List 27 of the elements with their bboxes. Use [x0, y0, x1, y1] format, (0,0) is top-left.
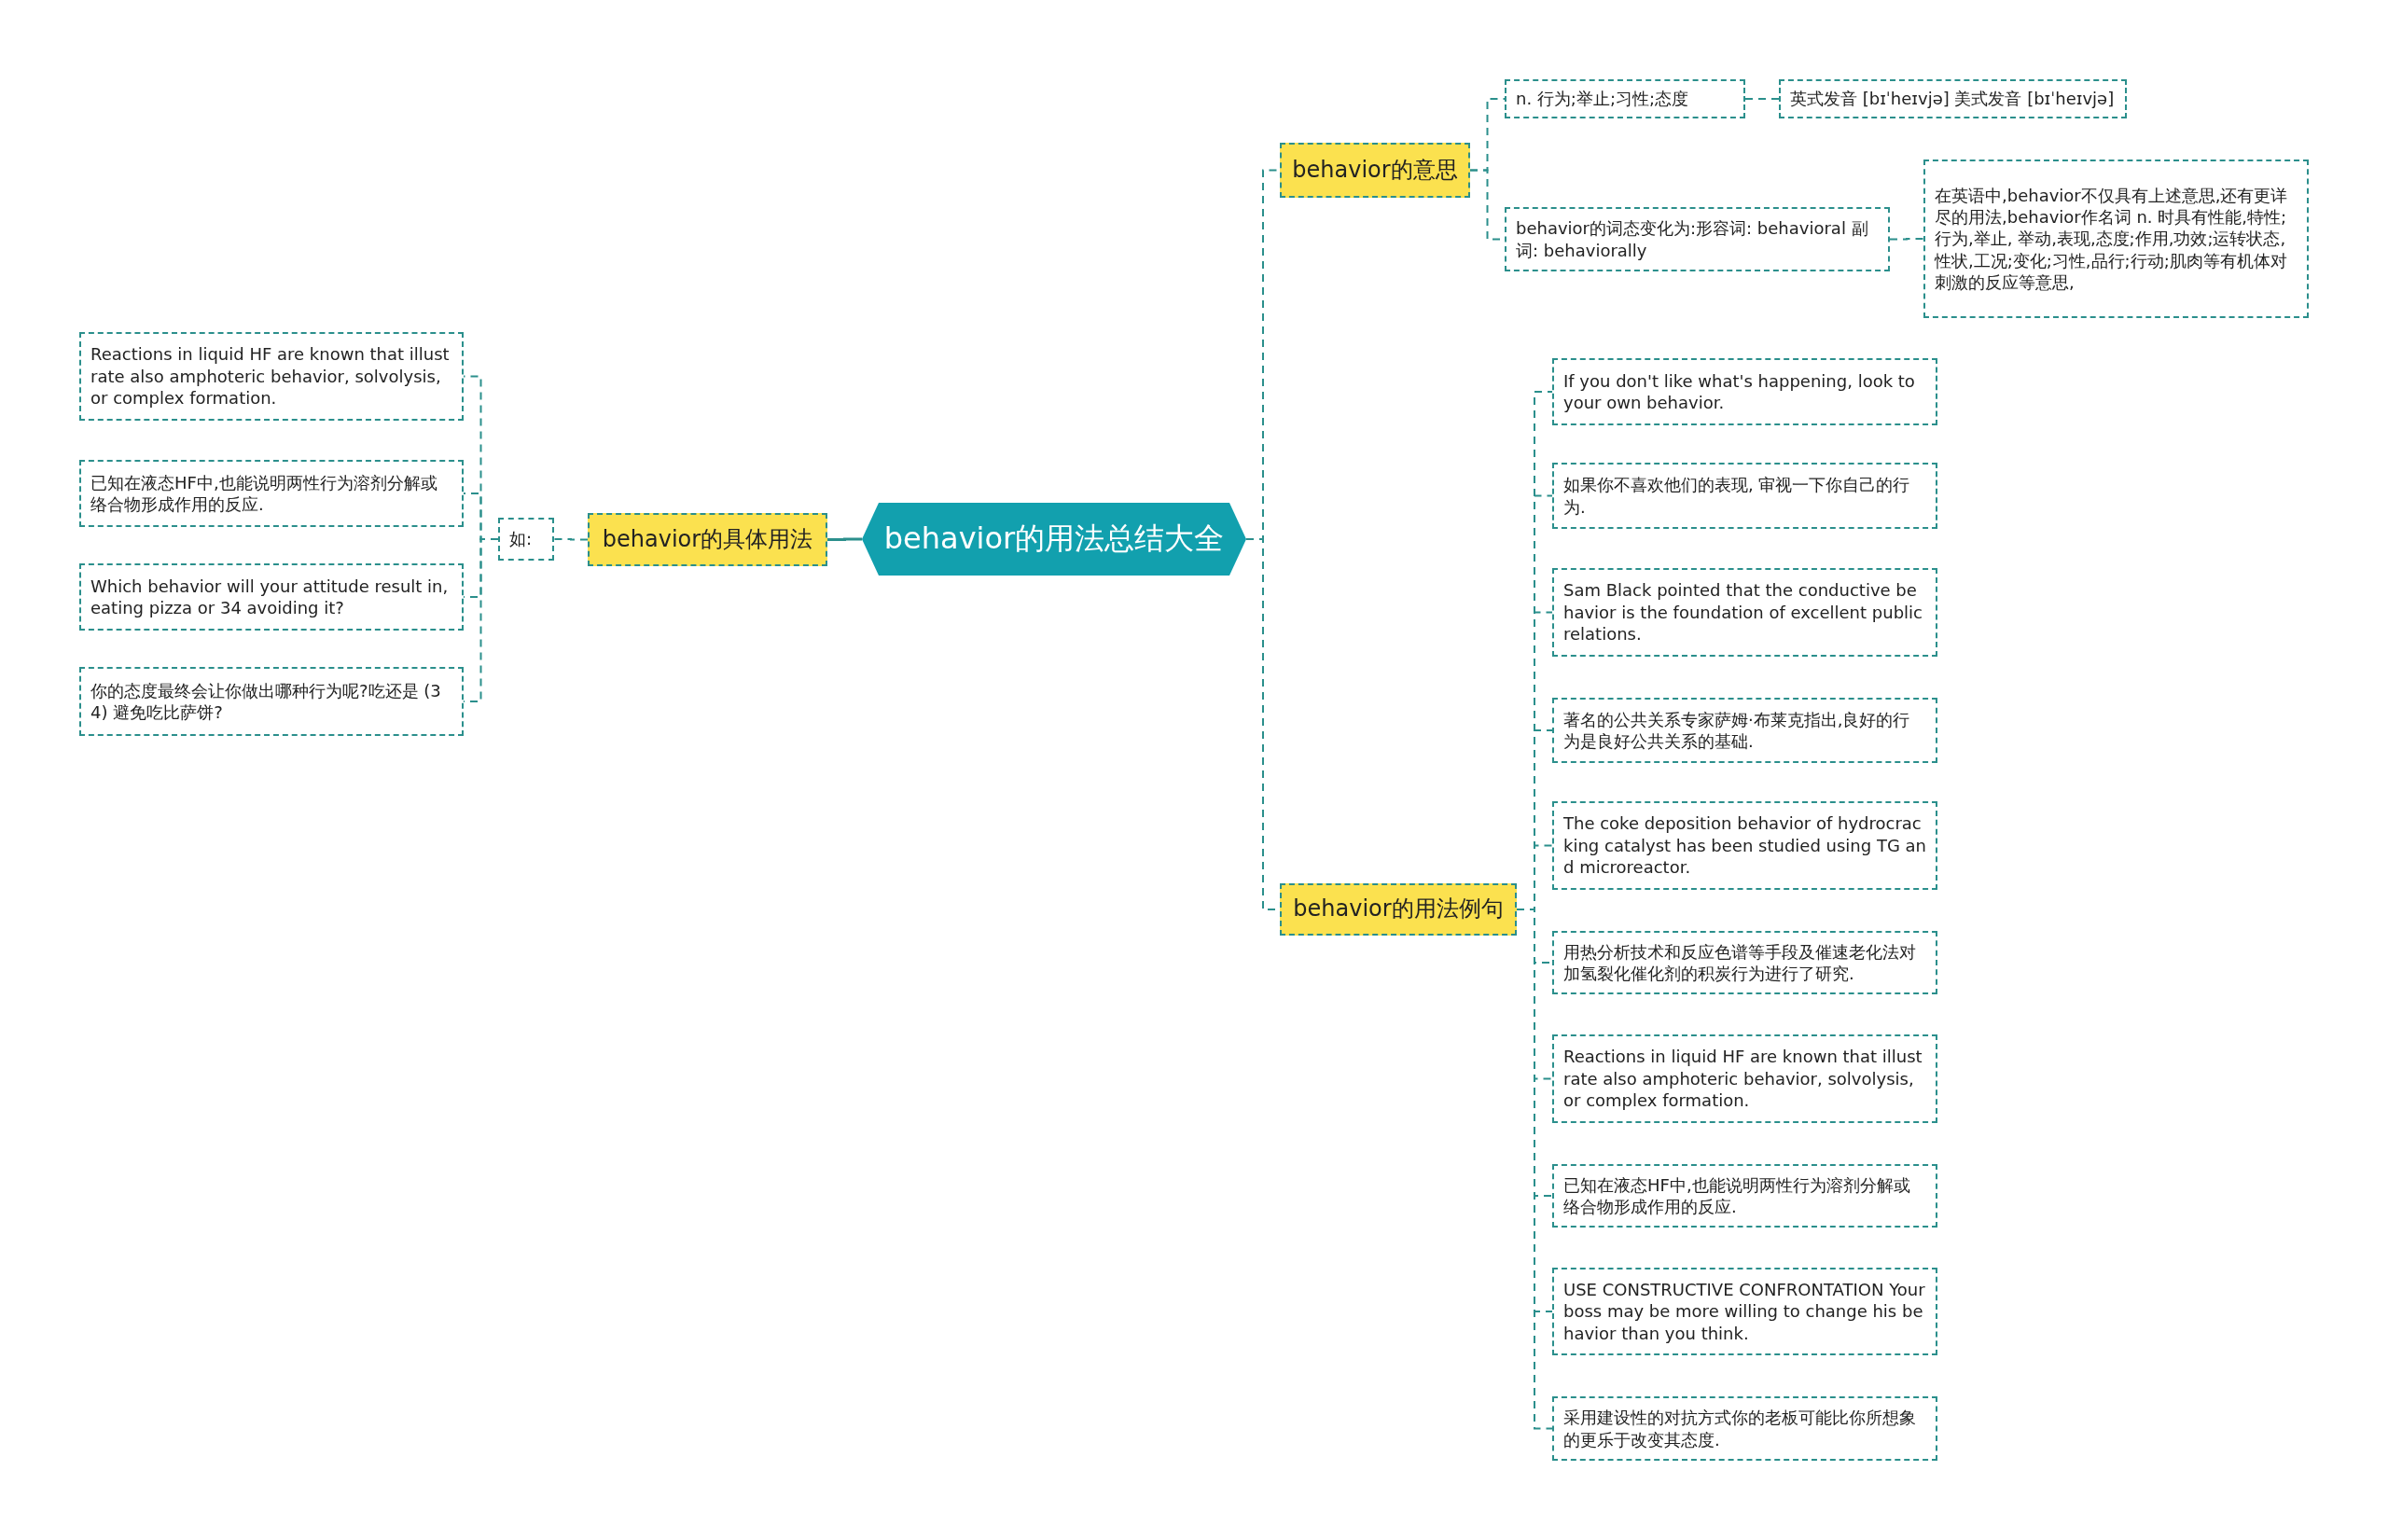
- topic-box: USE CONSTRUCTIVE CONFRONTATION Your boss may be more willing to change his behavior than you think.: [1552, 1268, 1937, 1355]
- topic-box: n. 行为;举止;习性;态度: [1505, 79, 1745, 118]
- topic-box: 著名的公共关系专家萨姆·布莱克指出,良好的行为是良好公共关系的基础.: [1552, 698, 1937, 763]
- central-topic: behavior的用法总结大全: [862, 503, 1246, 576]
- branch-topic-box: behavior的意思: [1280, 143, 1470, 198]
- branch-topic-box: behavior的用法例句: [1280, 883, 1517, 936]
- topic-box: 如果你不喜欢他们的表现, 审视一下你自己的行为.: [1552, 463, 1937, 529]
- topic-box: 如:: [498, 518, 554, 561]
- topic-box: 你的态度最终会让你做出哪种行为呢?吃还是 (34) 避免吃比萨饼?: [79, 667, 464, 736]
- connector-line: [827, 537, 862, 541]
- topic-box: 英式发音 [bɪˈheɪvjə] 美式发音 [bɪˈheɪvjə]: [1779, 79, 2127, 118]
- topic-box: 在英语中,behavior不仅具有上述意思,还有更详尽的用法,behavior作名词 n. 时具有性能,特性;行为,举止, 举动,表现,态度;作用,功效;运转状态,性状,工况;变化;习性,品行;行动;肌肉等有机体对刺激的反应等意思,: [1923, 160, 2309, 318]
- topic-box: Which behavior will your attitude result in, eating pizza or 34 avoiding it?: [79, 563, 464, 631]
- connector-line: [553, 538, 589, 541]
- topic-box: Reactions in liquid HF are known that illustrate also amphoteric behavior, solvolysis, or complex formation.: [1552, 1034, 1937, 1123]
- connector-line: [1889, 238, 1924, 241]
- topic-box: 已知在液态HF中,也能说明两性行为溶剂分解或络合物形成作用的反应.: [79, 460, 464, 527]
- topic-box: If you don't like what's happening, look to your own behavior.: [1552, 358, 1937, 425]
- topic-box: 已知在液态HF中,也能说明两性行为溶剂分解或络合物形成作用的反应.: [1552, 1164, 1937, 1228]
- topic-box: Reactions in liquid HF are known that illustrate also amphoteric behavior, solvolysis, or complex formation.: [79, 332, 464, 421]
- branch-topic-box: behavior的具体用法: [588, 513, 827, 566]
- topic-box: The coke deposition behavior of hydrocracking catalyst has been studied using TG and microreactor.: [1552, 801, 1937, 890]
- topic-box: Sam Black pointed that the conductive behavior is the foundation of excellent public relations.: [1552, 568, 1937, 657]
- topic-box: 用热分析技术和反应色谱等手段及催速老化法对加氢裂化催化剂的积炭行为进行了研究.: [1552, 931, 1937, 994]
- connector-line: [1744, 98, 1780, 100]
- topic-box: behavior的词态变化为:形容词: behavioral 副词: behaviorally: [1505, 207, 1890, 271]
- topic-box: 采用建设性的对抗方式你的老板可能比你所想象的更乐于改变其态度.: [1552, 1396, 1937, 1461]
